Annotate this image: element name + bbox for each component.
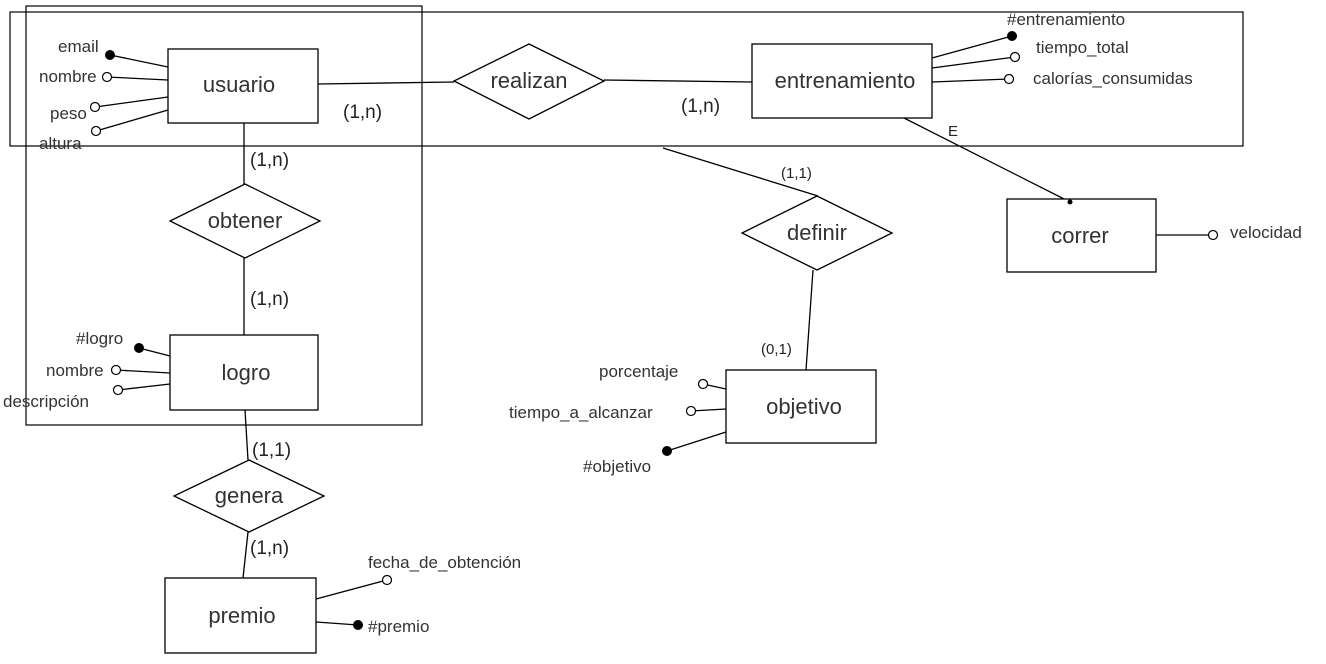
entity-premio-label: premio bbox=[208, 603, 275, 628]
attr-nombre: nombre bbox=[39, 67, 97, 86]
relationship-realizan-label: realizan bbox=[490, 68, 567, 93]
attribute-markers bbox=[89, 31, 1219, 630]
entity-logro-label: logro bbox=[222, 360, 271, 385]
attribute-lines bbox=[94, 35, 1213, 626]
key-attribute-marker bbox=[662, 446, 672, 456]
specialization-point bbox=[1067, 199, 1073, 205]
aggregation-frame-usuario-logro bbox=[25, 5, 423, 426]
key-attribute-marker bbox=[1007, 31, 1017, 41]
cardinality-objetivo-definir: (0,1) bbox=[761, 341, 792, 358]
attr-altura: altura bbox=[39, 134, 82, 153]
key-attribute-marker bbox=[353, 620, 363, 630]
aggregation-frame-usuario-entrenamiento bbox=[9, 11, 1244, 147]
attr-id-premio: #premio bbox=[368, 617, 429, 636]
entity-correr[interactable]: correr bbox=[1006, 198, 1157, 273]
attr-id-logro: #logro bbox=[76, 329, 123, 348]
cardinality-logro-genera: (1,1) bbox=[252, 440, 291, 461]
relationship-realizan[interactable]: realizan bbox=[452, 43, 606, 120]
attr-id-objetivo: #objetivo bbox=[583, 457, 651, 476]
entity-usuario[interactable]: usuario bbox=[167, 48, 319, 124]
attr-id-entrenamiento: #entrenamiento bbox=[1007, 10, 1125, 29]
entity-usuario-label: usuario bbox=[203, 72, 275, 97]
key-attribute-marker bbox=[134, 343, 144, 353]
cardinality-premio-genera: (1,n) bbox=[250, 538, 289, 559]
relationship-lines bbox=[242, 79, 1071, 579]
cardinality-usuario-realizan: (1,n) bbox=[343, 102, 382, 123]
attr-tiempo-total: tiempo_total bbox=[1036, 38, 1129, 57]
attr-descripcion: descripción bbox=[3, 392, 89, 411]
entity-logro[interactable]: logro bbox=[169, 334, 319, 411]
cardinality-logro-obtener: (1,n) bbox=[250, 289, 289, 310]
entity-objetivo[interactable]: objetivo bbox=[725, 369, 877, 444]
relationship-obtener[interactable]: obtener bbox=[168, 183, 322, 259]
cardinality-entrenamiento-realizan: (1,n) bbox=[681, 96, 720, 117]
attr-nombre-logro: nombre bbox=[46, 361, 104, 380]
entity-premio[interactable]: premio bbox=[164, 577, 317, 654]
entity-objetivo-label: objetivo bbox=[766, 394, 842, 419]
entity-correr-label: correr bbox=[1051, 223, 1108, 248]
relationship-definir-label: definir bbox=[787, 220, 847, 245]
attr-peso: peso bbox=[50, 104, 87, 123]
attr-fecha-de-obtencion: fecha_de_obtención bbox=[368, 553, 521, 572]
attr-tiempo-a-alcanzar: tiempo_a_alcanzar bbox=[509, 403, 653, 422]
attr-calorias-consumidas: calorías_consumidas bbox=[1033, 69, 1193, 88]
entity-entrenamiento[interactable]: entrenamiento bbox=[751, 43, 933, 119]
attr-email: email bbox=[58, 37, 99, 56]
cardinality-entrenamiento-definir: (1,1) bbox=[781, 165, 812, 182]
relationship-genera[interactable]: genera bbox=[172, 459, 326, 533]
relationship-genera-label: genera bbox=[215, 483, 284, 508]
relationship-obtener-label: obtener bbox=[208, 208, 283, 233]
cardinality-usuario-obtener: (1,n) bbox=[250, 150, 289, 171]
key-attribute-marker bbox=[105, 50, 115, 60]
entity-entrenamiento-label: entrenamiento bbox=[775, 68, 916, 93]
attr-porcentaje: porcentaje bbox=[599, 362, 678, 381]
attr-velocidad: velocidad bbox=[1230, 223, 1302, 242]
relationship-definir[interactable]: definir bbox=[740, 195, 894, 271]
specialization-label: E bbox=[948, 123, 958, 140]
